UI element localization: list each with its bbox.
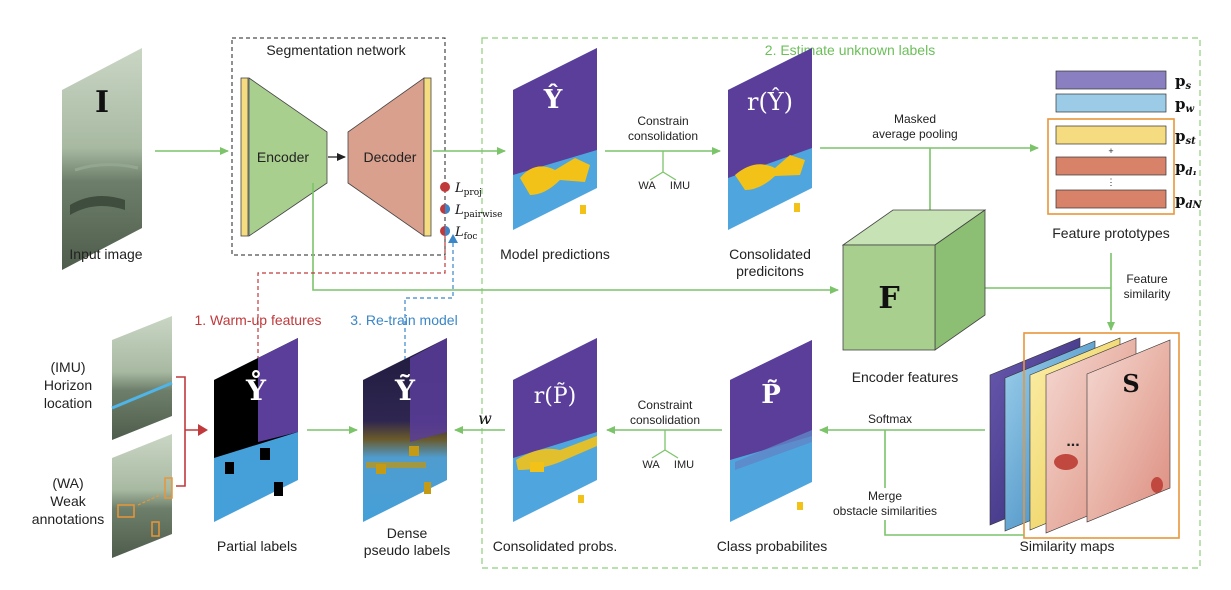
partial-labels-symbol: Y̊ xyxy=(245,370,267,407)
consolidated-predictions-label-2: predicitons xyxy=(736,263,804,279)
model-predictions-symbol: Ŷ xyxy=(543,83,563,115)
retrain-arrowhead xyxy=(448,234,458,243)
merge-line2: obstacle similarities xyxy=(833,504,937,518)
masked-pool-line2: average pooling xyxy=(872,127,957,141)
feature-similarity-line1: Feature xyxy=(1126,272,1168,286)
imu-line2: Horizon xyxy=(44,377,92,393)
constrain-bottom-imu: IMU xyxy=(674,459,694,471)
w-label: w xyxy=(478,409,492,428)
imu-horizon-image xyxy=(111,316,173,440)
stage2-title: 2. Estimate unknown labels xyxy=(765,42,935,58)
similarity-obstacle-group xyxy=(1023,332,1180,539)
proto-plus: + xyxy=(1108,146,1113,156)
input-symbol: I xyxy=(95,85,109,120)
proto-w-bar xyxy=(1055,93,1167,113)
wa-line1: (WA) xyxy=(52,475,83,491)
loss-pairwise-symbol: Lpairwise xyxy=(454,203,502,220)
warmup-dashed-line xyxy=(257,236,446,360)
consolidated-probs-symbol: r(P̃) xyxy=(534,383,577,409)
features-symbol: F xyxy=(878,281,899,316)
input-image xyxy=(62,48,142,270)
model-predictions-label: Model predictions xyxy=(500,246,610,262)
constrain-top-line1: Constrain xyxy=(637,114,688,128)
consolidated-predictions-label-1: Consolidated xyxy=(729,246,811,262)
features-label: Encoder features xyxy=(852,369,959,385)
proto-dn-symbol: pdN xyxy=(1175,191,1202,211)
imu-line3: location xyxy=(44,395,92,411)
loss-foc: Lfoc xyxy=(440,225,477,242)
model-predictions-image xyxy=(513,48,597,230)
loss-pairwise: Lpairwise xyxy=(440,203,502,220)
dense-symbol: Ỹ xyxy=(394,374,416,407)
segmentation-network-box xyxy=(231,37,446,256)
proto-s-symbol: ps xyxy=(1175,72,1192,92)
constrain-top-wa: WA xyxy=(638,180,656,192)
consolidated-probs-label: Consolidated probs. xyxy=(493,538,618,554)
proto-obstacle-group xyxy=(1047,118,1175,215)
proto-dots: ⋮ xyxy=(1107,177,1116,187)
network-title: Segmentation network xyxy=(266,42,406,58)
loss-proj-symbol: Lproj xyxy=(454,181,482,198)
merge-label-bg xyxy=(828,488,946,520)
retrain-label: 3. Re-train model xyxy=(350,312,457,328)
proto-dn-bar xyxy=(1055,189,1167,209)
decoder-label: Decoder xyxy=(364,149,417,165)
input-label: Input image xyxy=(69,246,142,262)
wa-line3: annotations xyxy=(32,511,104,527)
similarity-maps-stack xyxy=(989,332,1180,539)
similarity-dots: ... xyxy=(1066,433,1079,450)
constrain-bottom-branch xyxy=(651,430,679,459)
feature-similarity-line2: similarity xyxy=(1124,287,1171,301)
consolidated-predictions-image xyxy=(728,48,812,230)
dense-label-1: Dense xyxy=(387,525,428,541)
constrain-bottom-line2: consolidation xyxy=(630,413,700,427)
constrain-top-branch xyxy=(649,151,677,181)
proto-d1-symbol: pd₁ xyxy=(1175,158,1197,178)
partial-labels-image xyxy=(214,338,298,522)
partial-labels-label: Partial labels xyxy=(217,538,297,554)
constrain-bottom-line1: Constraint xyxy=(638,398,693,412)
stage2-region xyxy=(481,37,1201,569)
wa-line2: Weak xyxy=(50,493,87,509)
class-probabilities-image xyxy=(730,340,812,522)
prototypes-label: Feature prototypes xyxy=(1052,225,1170,241)
class-probabilities-symbol: P̃ xyxy=(761,379,781,410)
constrain-top-imu: IMU xyxy=(670,180,690,192)
consolidated-predictions-symbol: r(Ŷ) xyxy=(747,87,793,116)
retrain-dashed-line xyxy=(404,240,454,360)
similarity-label: Similarity maps xyxy=(1020,538,1115,554)
encoder-label: Encoder xyxy=(257,149,309,165)
warmup-label: 1. Warm-up features xyxy=(194,312,321,328)
encoder-block xyxy=(248,77,328,237)
consolidated-probs-image xyxy=(513,338,597,522)
loss-proj: Lproj xyxy=(440,181,482,198)
constrain-bottom-wa: WA xyxy=(642,459,660,471)
output-layer-bar xyxy=(423,77,432,237)
weak-annotations-image xyxy=(112,434,173,558)
proto-st-symbol: pst xyxy=(1175,127,1196,147)
loss-foc-symbol: Lfoc xyxy=(454,225,477,242)
encoder-features-cube xyxy=(841,209,987,351)
proto-w-symbol: pw xyxy=(1175,95,1195,115)
class-probabilities-label: Class probabilites xyxy=(717,538,828,554)
dense-label-2: pseudo labels xyxy=(364,542,450,558)
proto-st-bar xyxy=(1055,125,1167,145)
bracket-arrowhead xyxy=(198,424,208,436)
input-layer-bar xyxy=(240,77,249,237)
merge-line xyxy=(884,430,1024,536)
dense-pseudo-labels-image xyxy=(363,338,447,522)
proto-s-bar xyxy=(1055,70,1167,90)
constrain-top-line2: consolidation xyxy=(628,129,698,143)
softmax-label: Softmax xyxy=(868,412,912,426)
inputs-bracket xyxy=(176,376,200,487)
proto-d1-bar xyxy=(1055,156,1167,176)
merge-line1: Merge xyxy=(868,489,902,503)
imu-line1: (IMU) xyxy=(51,359,86,375)
arrow-encoder-to-features xyxy=(312,183,839,294)
masked-pool-line1: Masked xyxy=(894,112,936,126)
similarity-symbol: S xyxy=(1122,369,1139,398)
